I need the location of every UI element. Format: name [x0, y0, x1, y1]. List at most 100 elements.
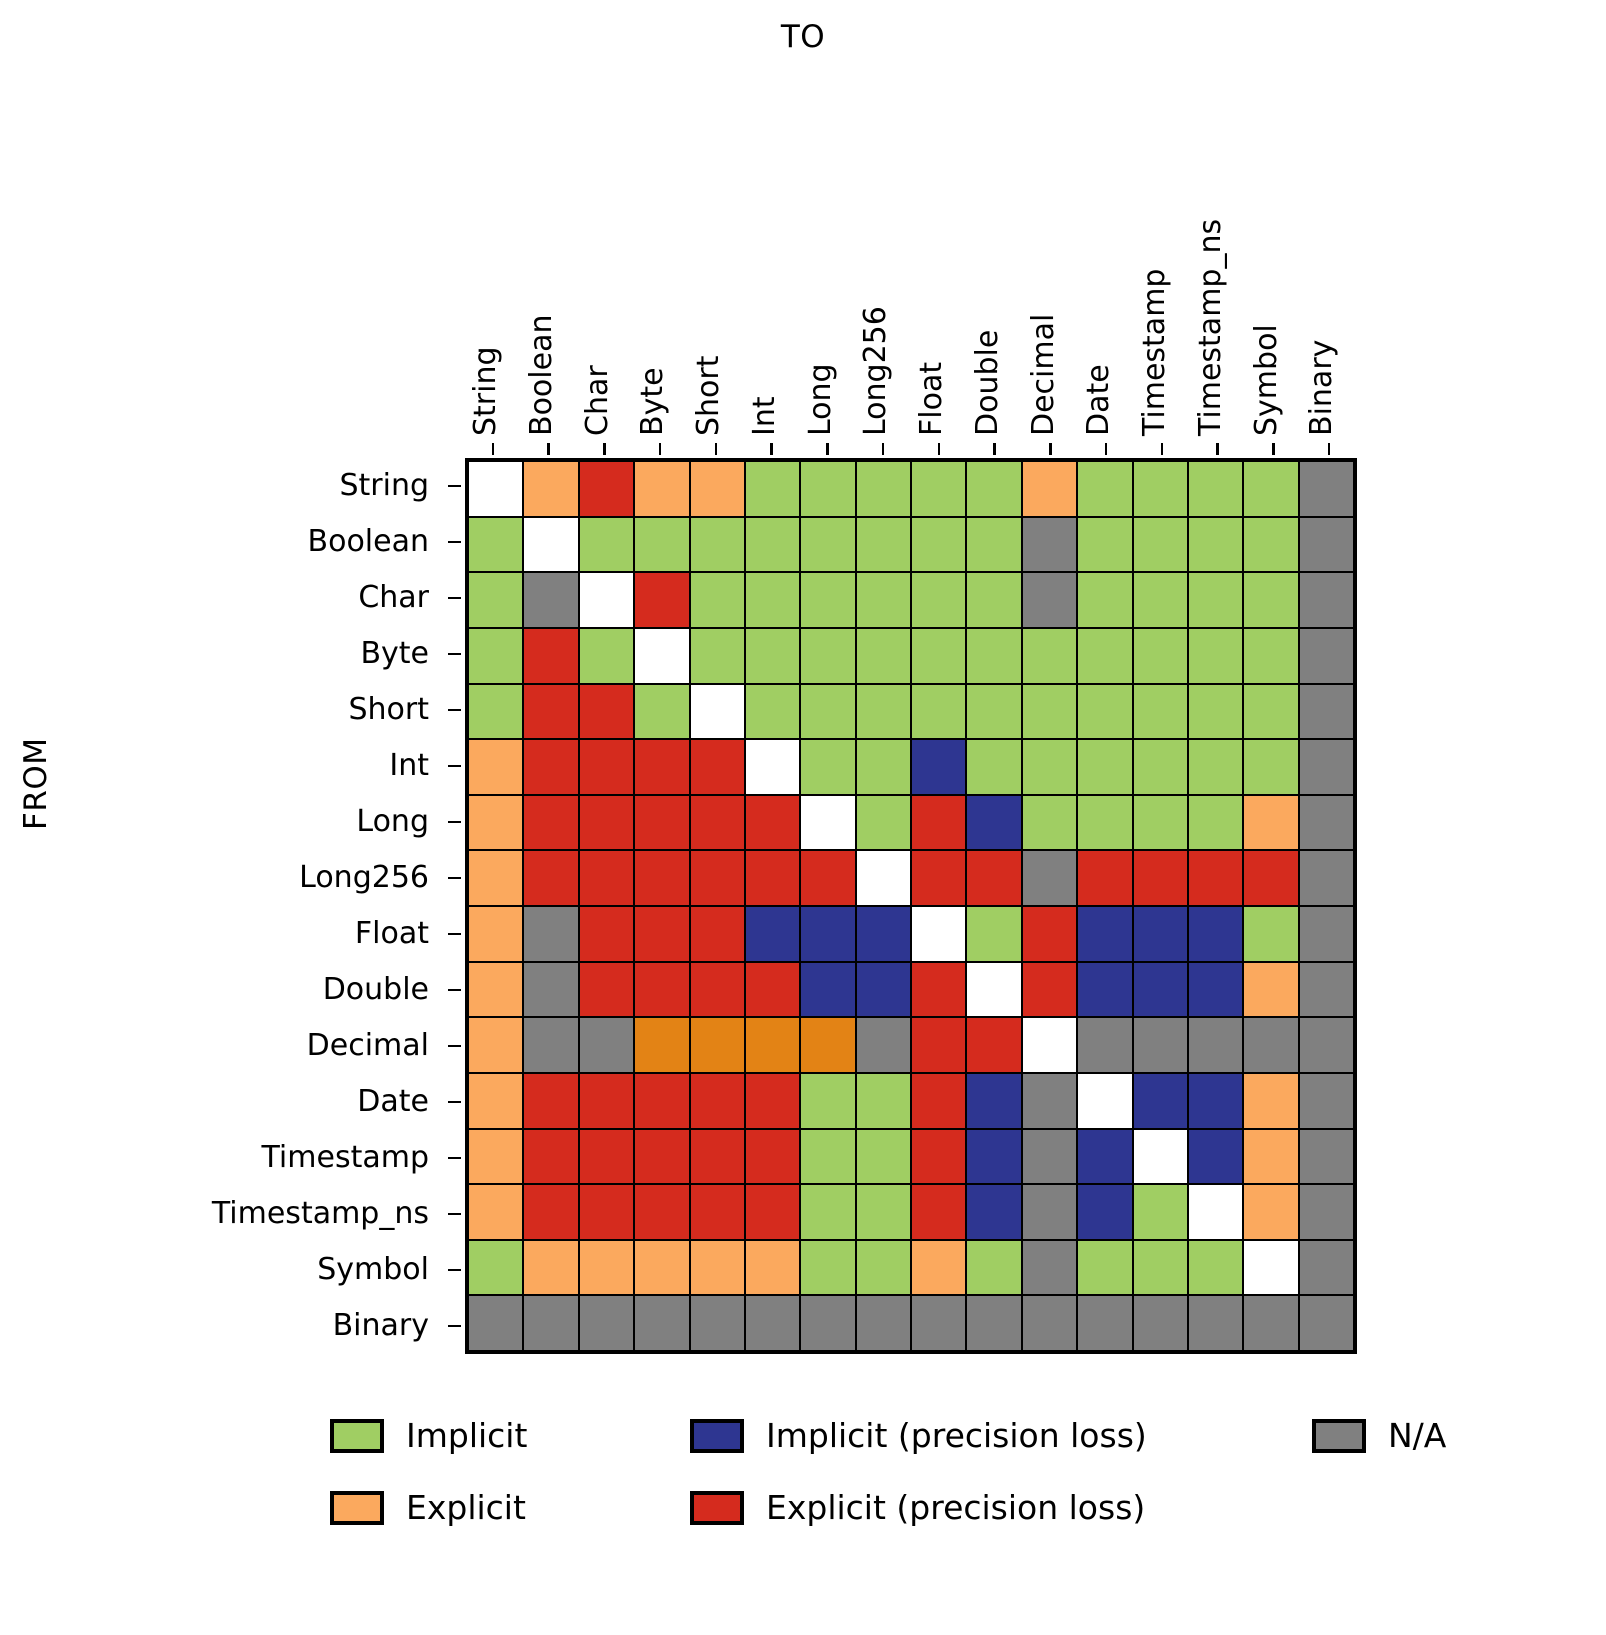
matrix-cell [1298, 794, 1354, 851]
matrix-cell [578, 850, 635, 906]
matrix-cell [1132, 572, 1188, 628]
matrix-cell [800, 516, 856, 573]
matrix-cell [1132, 1072, 1188, 1129]
matrix-cell [634, 1072, 690, 1129]
matrix-cell [523, 850, 579, 906]
matrix-cell [1187, 739, 1244, 795]
matrix-cell [855, 1239, 911, 1296]
row-tick [448, 1100, 461, 1104]
matrix-cell [523, 1072, 579, 1129]
matrix-cell [1077, 961, 1133, 1018]
matrix-cell [1077, 516, 1133, 573]
matrix-cell [1021, 850, 1078, 906]
matrix-cell [523, 1184, 579, 1240]
matrix-cell [1021, 1072, 1078, 1129]
matrix-cell [1077, 1128, 1133, 1185]
matrix-cell [1243, 906, 1299, 962]
matrix-cell [800, 1072, 856, 1129]
row-tick [448, 708, 461, 712]
column-tick [658, 443, 662, 455]
matrix-cell [1243, 1072, 1299, 1129]
matrix-cell [1077, 1295, 1133, 1351]
matrix-cell [800, 1017, 856, 1073]
matrix-cell [578, 627, 635, 684]
matrix-cell [744, 1239, 801, 1296]
matrix-cell [855, 794, 911, 851]
matrix-cell [744, 683, 801, 740]
matrix-cell [1077, 794, 1133, 851]
matrix-cell [855, 850, 911, 906]
matrix-cell [855, 627, 911, 684]
row-header-double: Double [322, 972, 429, 1007]
matrix-cell [911, 516, 967, 573]
matrix-cell [634, 627, 690, 684]
matrix-cell [1021, 516, 1078, 573]
matrix-cell [1077, 1072, 1133, 1129]
matrix-cell [468, 850, 524, 906]
matrix-cell [1077, 1239, 1133, 1296]
matrix-cell [1298, 572, 1354, 628]
matrix-cell [1298, 461, 1354, 517]
matrix-cell [855, 1128, 911, 1185]
matrix-cell [634, 961, 690, 1018]
column-tick [1327, 443, 1331, 455]
matrix-cell [1132, 1128, 1188, 1185]
legend-item-implicit: Implicit [330, 1418, 527, 1454]
matrix-cell [1298, 961, 1354, 1018]
heatmap-plot-area [465, 458, 1357, 1354]
matrix-cell [1187, 906, 1244, 962]
matrix-cell [1243, 627, 1299, 684]
matrix-cell [744, 1072, 801, 1129]
matrix-cell [855, 1017, 911, 1073]
row-tick [448, 988, 461, 992]
column-tick [603, 443, 606, 455]
matrix-cell [523, 1017, 579, 1073]
matrix-cell [689, 906, 745, 962]
matrix-cell [1021, 1128, 1078, 1185]
row-header-symbol: Symbol [317, 1252, 429, 1287]
matrix-cell [1243, 1128, 1299, 1185]
matrix-cell [468, 572, 524, 628]
matrix-cell [1077, 850, 1133, 906]
legend-label-explicit: Explicit [406, 1488, 526, 1527]
matrix-cell [468, 961, 524, 1018]
matrix-cell [1021, 627, 1078, 684]
matrix-cell [966, 516, 1022, 573]
matrix-cell [911, 1239, 967, 1296]
row-header-long256: Long256 [299, 860, 429, 895]
legend-label-explicit_loss: Explicit (precision loss) [766, 1488, 1146, 1527]
matrix-cell [1298, 1295, 1354, 1351]
matrix-cell [1187, 572, 1244, 628]
row-header-binary: Binary [332, 1308, 429, 1343]
matrix-cell [966, 1295, 1022, 1351]
matrix-cell [468, 683, 524, 740]
matrix-cell [855, 572, 911, 628]
matrix-cell [1132, 461, 1188, 517]
matrix-cell [855, 683, 911, 740]
matrix-cell [1077, 572, 1133, 628]
matrix-cell [1243, 1184, 1299, 1240]
row-header-boolean: Boolean [307, 524, 429, 559]
matrix-cell [1243, 1295, 1299, 1351]
matrix-cell [634, 1017, 690, 1073]
matrix-cell [523, 461, 579, 517]
matrix-cell [1187, 1017, 1244, 1073]
matrix-cell [1132, 850, 1188, 906]
matrix-cell [1243, 1017, 1299, 1073]
row-header-timestamp_ns: Timestamp_ns [211, 1196, 429, 1231]
column-tick [547, 443, 550, 455]
matrix-cell [911, 627, 967, 684]
matrix-cell [1243, 961, 1299, 1018]
row-tick [448, 876, 461, 880]
row-header-timestamp: Timestamp [261, 1140, 429, 1175]
matrix-cell [1132, 1184, 1188, 1240]
row-tick [448, 1324, 461, 1328]
matrix-cell [1132, 1239, 1188, 1296]
matrix-cell [1077, 739, 1133, 795]
matrix-cell [689, 627, 745, 684]
matrix-cell [966, 739, 1022, 795]
matrix-cell [523, 516, 579, 573]
matrix-cell [468, 1239, 524, 1296]
matrix-cell [1187, 516, 1244, 573]
matrix-cell [1187, 1239, 1244, 1296]
